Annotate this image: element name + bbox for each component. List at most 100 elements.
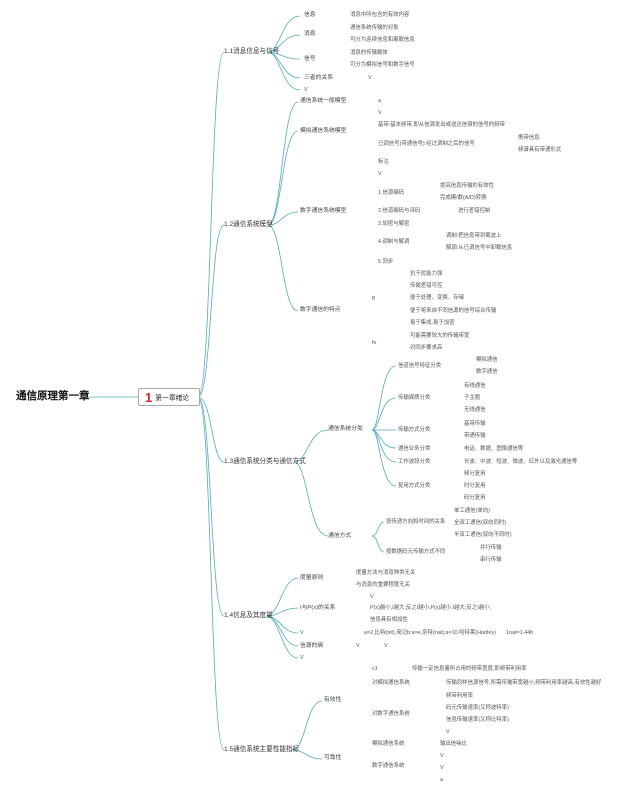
section-1-4[interactable]: 1.4信息及其度量 (224, 612, 273, 619)
leaf: c1 (372, 666, 378, 672)
leaf: a (440, 777, 443, 783)
node-digital-model[interactable]: 数字通信系统模型 (300, 208, 347, 214)
leaf: 传输同样信源信号,所需传输带宽越小,频带利用率越高,有效性越好 (446, 680, 602, 686)
leaf: 提高信息传输的有效性 (440, 183, 494, 189)
leaf: 电话、数据、图像通信等 (464, 446, 524, 452)
leaf: 通信业务分类 (398, 446, 431, 452)
node-signal[interactable]: 信号 (304, 56, 316, 62)
node-comm-modes[interactable]: 通信方式 (328, 533, 352, 539)
leaf: 4.调制与解调 (378, 239, 410, 245)
leaf: V (378, 171, 382, 177)
leaf: a (378, 98, 381, 104)
section-1-2[interactable]: 1.2通信系统模型 (224, 221, 273, 228)
leaf: 长波、中波、短波、微波、红外以及激光通信等 (464, 459, 578, 465)
leaf: V (300, 655, 304, 661)
section-1-3[interactable]: 1.3通信系统分类与通信方式 (224, 458, 306, 465)
leaf: V (300, 630, 304, 636)
leaf: 按数据码元传输方式不同 (386, 549, 446, 555)
leaf: 信息传输速率(又称比特率) (446, 717, 509, 723)
leaf: 1.信源编码 (378, 190, 405, 196)
node-entropy[interactable]: 信源的熵 (300, 643, 324, 649)
leaf: 频带利用率 (446, 693, 473, 699)
leaf: 输出信噪比 (440, 741, 467, 747)
leaf: P(x)越小,I越大;反之I越小;P(x)越小,I越大;反之I越小; (370, 605, 491, 611)
leaf: 抗干扰能力强 (410, 271, 443, 277)
leaf: 易于集成,易于加密 (410, 320, 455, 326)
leaf: 完成模/数(A/D)转换 (440, 195, 487, 201)
leaf: V (440, 765, 444, 771)
root-topic[interactable]: 通信原理第一章 (16, 390, 90, 402)
leaf: 消息的传输载体 (350, 50, 388, 56)
leaf: fe (372, 340, 377, 346)
leaf: 传输媒质分类 (398, 395, 431, 401)
leaf: 全双工通信(双向同时) (454, 520, 507, 526)
node-measure-principle[interactable]: 度量原则 (300, 575, 324, 581)
leaf: 传输一定信息量所占用的频带宽度,即频带利用率 (412, 666, 527, 672)
leaf: 有线通信 (464, 383, 486, 389)
leaf: 对模拟通信系统 (372, 680, 410, 686)
leaf: 并行传输 (480, 545, 502, 551)
leaf: 已调信号(带通信号):经过调制之后的信号 (378, 141, 475, 147)
node-message[interactable]: 消息 (304, 31, 316, 37)
leaf: 3.加密与解密 (378, 221, 410, 227)
leaf: 标注 (378, 159, 389, 165)
leaf: V (368, 75, 372, 81)
leaf: 调制:把信息带到载波上 (446, 233, 502, 239)
node-digital-features[interactable]: 数字通信的特点 (300, 307, 341, 313)
leaf: 基带:基本频带,即从信源发出或送达信宿的信号的频带 (378, 122, 505, 128)
chapter-node[interactable]: 1 第一章绪论 (138, 388, 200, 406)
section-1-5[interactable]: 1.5通信系统主要性能指标 (224, 746, 300, 753)
leaf: 可能需要较大的传输带宽 (410, 333, 470, 339)
leaf: 信息具有相加性 (370, 617, 408, 623)
leaf: 串行传输 (480, 557, 502, 563)
leaf: ff (372, 296, 375, 302)
leaf: 便于将来自不同信源的信号综合传输 (410, 308, 497, 314)
leaf: 半双工通信(双向不同时) (454, 532, 512, 538)
leaf: 对同步要求高 (410, 345, 443, 351)
chapter-label: 第一章绪论 (155, 395, 190, 402)
leaf: 频分复用 (464, 471, 486, 477)
leaf: 对数字通信系统 (372, 711, 410, 717)
leaf: a=2,比特(bit),简记b;a=e,奈特(nat);a=10,哈特莱(Har… (364, 630, 496, 636)
leaf: 模拟通信系统 (372, 741, 405, 747)
leaf: 2.信道编码与译码 (378, 208, 421, 214)
leaf: 时分复用 (464, 483, 486, 489)
leaf: V (446, 729, 450, 735)
leaf: 数字通信系统 (372, 763, 405, 769)
leaf: 子主题 (464, 395, 481, 401)
leaf: V (384, 643, 388, 649)
leaf: 便于处理、变换、存储 (410, 295, 464, 301)
leaf: V (304, 87, 308, 93)
leaf: 可分为模拟信号和数字信号 (350, 62, 415, 68)
leaf: 解调:从已调信号中卸载信息 (446, 245, 513, 251)
leaf: 数字通信 (476, 369, 498, 375)
node-analog-model[interactable]: 模拟通信系统模型 (300, 128, 347, 134)
leaf: 传输方式分类 (398, 427, 431, 433)
leaf: 与消息的重要程度无关 (356, 582, 410, 588)
leaf: 频谱具有带通形式 (518, 147, 562, 153)
node-effectiveness[interactable]: 有效性 (324, 697, 342, 703)
node-classification[interactable]: 通信系统分类 (328, 426, 363, 432)
leaf: 单工通信(单向) (454, 508, 490, 514)
node-relation[interactable]: 三者的关系 (304, 75, 333, 81)
leaf: V (378, 110, 382, 116)
section-1-1[interactable]: 1.1消息信息与信号 (224, 48, 280, 55)
leaf: 度量方法与消息种类无关 (356, 570, 416, 576)
leaf: 按传递方向和时间的关系 (386, 519, 446, 525)
node-info[interactable]: 信息 (304, 12, 316, 18)
leaf: 基带传输 (464, 421, 486, 427)
leaf: 码分复用 (464, 495, 486, 501)
leaf: 进行差错控制 (458, 208, 491, 214)
leaf: 带通传输 (464, 433, 486, 439)
leaf: 模拟通信 (476, 357, 498, 363)
leaf: 无线通信 (464, 407, 486, 413)
node-reliability[interactable]: 可靠性 (324, 755, 342, 761)
node-i-p-relation[interactable]: I与P(x)的关系 (300, 605, 336, 611)
leaf: 复用方式分类 (398, 483, 431, 489)
leaf: 传输差错可控 (410, 283, 443, 289)
leaf: 携带信息 (518, 135, 540, 141)
leaf: V (440, 753, 444, 759)
leaf: V (356, 643, 360, 649)
node-general-model[interactable]: 通信系统一般模型 (300, 98, 347, 104)
